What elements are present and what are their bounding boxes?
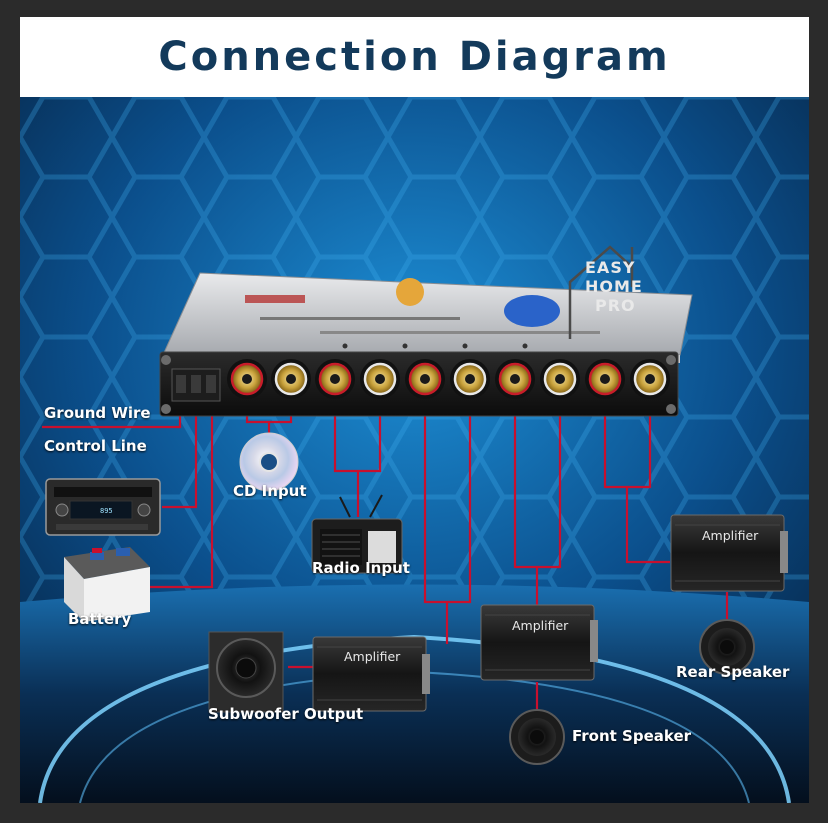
amplifier-sub bbox=[312, 636, 430, 712]
equalizer-markings bbox=[245, 278, 600, 349]
subwoofer-icon bbox=[208, 631, 284, 713]
diagram-card: Connection Diagram bbox=[20, 17, 809, 803]
ground-wire-label: Ground Wire bbox=[44, 404, 151, 422]
rear-speaker-icon bbox=[699, 619, 755, 675]
title-bar: Connection Diagram bbox=[20, 17, 809, 97]
watermark-line-2: HOME bbox=[585, 277, 643, 296]
rca-jacks bbox=[227, 359, 670, 399]
battery-icon bbox=[64, 547, 150, 622]
terminal-block bbox=[171, 368, 221, 402]
head-unit-display: 895 bbox=[100, 507, 113, 515]
subwoofer-output-label: Subwoofer Output bbox=[208, 705, 364, 723]
amplifier-rear bbox=[670, 514, 788, 592]
radio-tag: RADIO bbox=[373, 531, 395, 538]
radio-input-label: Radio Input bbox=[312, 559, 410, 577]
house-logo-icon bbox=[568, 245, 634, 339]
control-line-label: Control Line bbox=[44, 437, 147, 455]
front-speaker-label: Front Speaker bbox=[572, 727, 692, 745]
cd-icon bbox=[239, 432, 299, 492]
amplifier-front bbox=[480, 604, 598, 681]
cd-input-label: CD Input bbox=[233, 482, 307, 500]
amplifier-sub-label: Amplifier bbox=[344, 649, 401, 664]
battery-wire bbox=[144, 399, 214, 589]
connection-scene bbox=[20, 97, 809, 803]
rear-speaker-wire bbox=[603, 399, 729, 622]
front-speaker-icon bbox=[509, 709, 565, 765]
equalizer-unit bbox=[159, 272, 693, 417]
control-line-wire bbox=[162, 399, 198, 509]
watermark-line-3: PRO bbox=[595, 296, 636, 315]
front-speaker-wire bbox=[513, 399, 562, 712]
head-unit bbox=[45, 478, 161, 536]
rear-speaker-label: Rear Speaker bbox=[676, 663, 790, 681]
watermark-line-1: EASY bbox=[585, 258, 636, 277]
radio-input-wire bbox=[333, 399, 382, 517]
amplifier-rear-label: Amplifier bbox=[702, 528, 759, 543]
diagram-title: Connection Diagram bbox=[158, 34, 671, 80]
battery-label: Battery bbox=[68, 610, 132, 628]
watermark-logo: EASY HOME PRO bbox=[585, 258, 643, 315]
amplifier-front-label: Amplifier bbox=[512, 618, 569, 633]
radio-icon bbox=[311, 494, 403, 574]
subwoofer-wire bbox=[288, 399, 472, 669]
